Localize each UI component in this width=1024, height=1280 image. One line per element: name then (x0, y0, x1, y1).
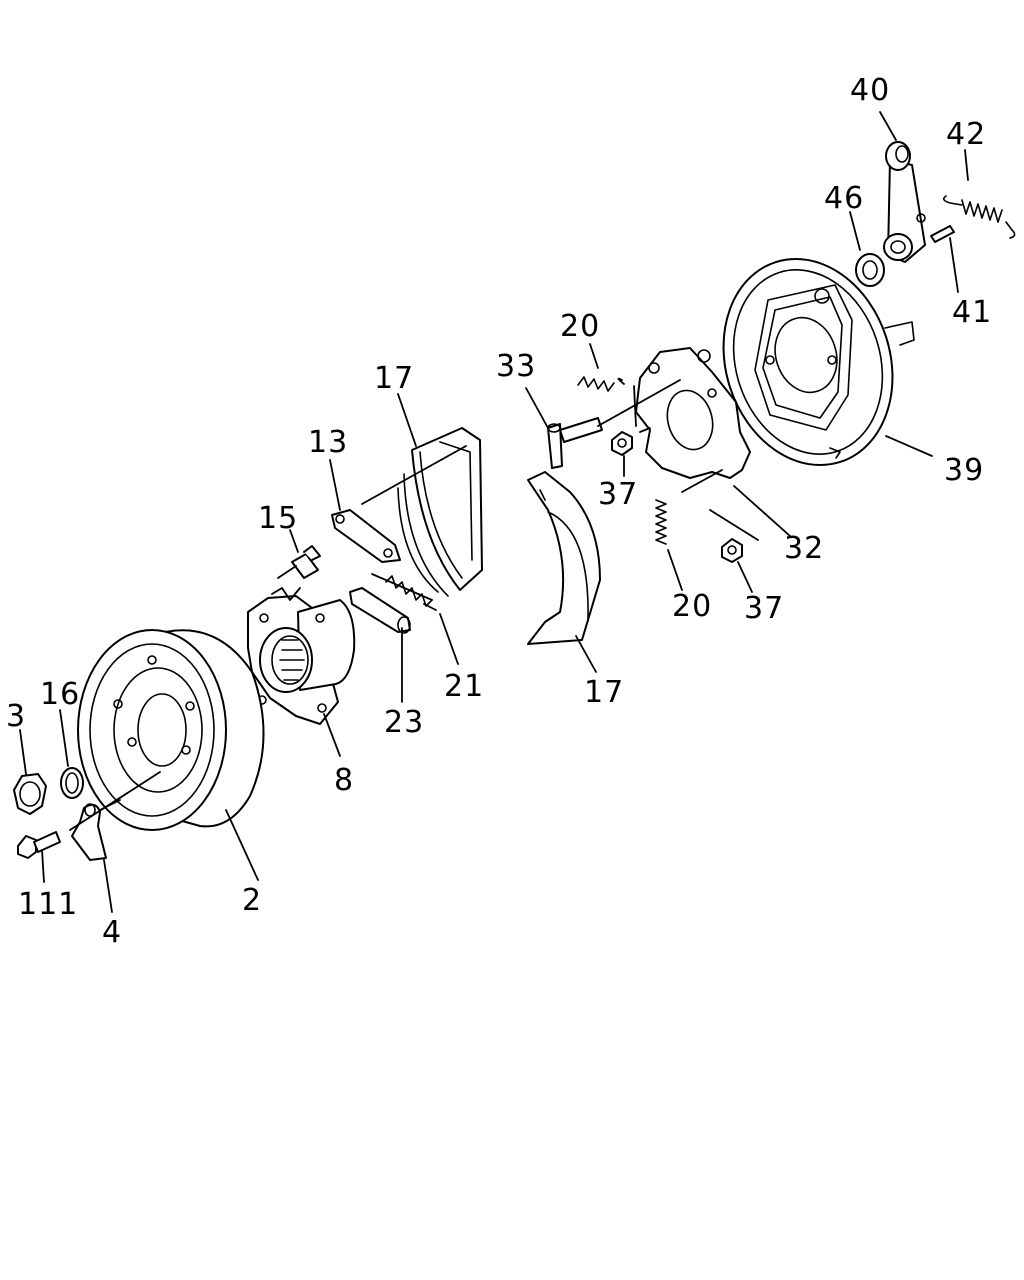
label-17-upper: 17 (374, 361, 414, 396)
label-21: 21 (444, 669, 484, 704)
label-15: 15 (258, 501, 298, 536)
label-4: 4 (102, 915, 122, 950)
label-20-lower: 20 (672, 589, 712, 624)
part-labels: 40 42 46 41 39 20 33 17 13 37 32 15 20 3… (6, 73, 992, 950)
part-37-nut-lower (721, 538, 743, 563)
label-3: 3 (6, 699, 26, 734)
label-39: 39 (944, 453, 984, 488)
part-16-ring (60, 767, 84, 799)
label-16: 16 (40, 677, 80, 712)
part-39-backing-plate (722, 257, 915, 467)
part-13-link-plate (331, 509, 401, 563)
part-20-spring-upper (577, 376, 615, 392)
part-3-nut (13, 773, 47, 815)
part-4-clip (71, 803, 107, 861)
part-23-adjuster (349, 587, 411, 634)
label-32: 32 (784, 531, 824, 566)
label-41: 41 (952, 295, 992, 330)
part-2-brake-drum (77, 629, 265, 831)
label-33: 33 (496, 349, 536, 384)
part-111-bolt (17, 831, 61, 859)
part-37-nut-upper (611, 431, 633, 456)
part-32-lever-plate (635, 347, 751, 479)
part-17-brake-shoe-upper (397, 427, 483, 597)
label-17-lower: 17 (584, 675, 624, 710)
part-42-spring (942, 195, 1016, 239)
part-20-spring-lower (655, 499, 667, 545)
label-8: 8 (334, 763, 354, 798)
label-37-upper: 37 (598, 477, 638, 512)
label-23: 23 (384, 705, 424, 740)
label-13: 13 (308, 425, 348, 460)
part-46-washer (855, 253, 885, 287)
part-15-bolt (291, 545, 321, 579)
label-46: 46 (824, 181, 864, 216)
leader-lines (19, 111, 969, 913)
part-33-pin (547, 417, 603, 469)
label-40: 40 (850, 73, 890, 108)
label-37-lower: 37 (744, 591, 784, 626)
label-111: 111 (18, 887, 78, 922)
part-8-hub-flange (247, 595, 356, 725)
part-41-pin (930, 225, 955, 243)
label-42: 42 (946, 117, 986, 152)
part-17-brake-shoe-lower (527, 471, 601, 645)
label-20-upper: 20 (560, 309, 600, 344)
part-40-lever (883, 141, 926, 263)
label-2: 2 (242, 883, 262, 918)
